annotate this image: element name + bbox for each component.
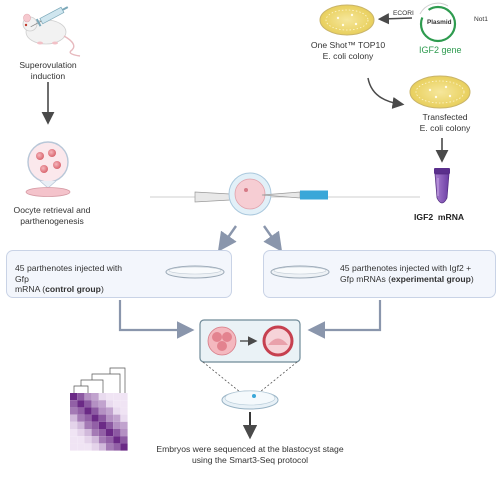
heatmap-cell <box>70 436 78 444</box>
heatmap-cell <box>113 443 121 451</box>
igf2-mrna-label: IGF2 mRNA <box>414 212 465 222</box>
plasmid-label: Plasmid <box>427 19 452 26</box>
arrow-control-to-center <box>118 300 195 339</box>
heatmap-cell <box>77 421 85 429</box>
heatmap-cell <box>106 429 114 437</box>
control-group-text: 45 parthenotes injected with Gfp mRNA (c… <box>15 263 123 294</box>
heatmap-cell <box>98 429 106 437</box>
heatmap-cell <box>98 407 106 415</box>
heatmap-cell <box>91 421 99 429</box>
oocyte-dish-icon <box>25 141 71 197</box>
control-dish-icon <box>165 265 225 279</box>
ecori-label: ECORI <box>393 10 414 17</box>
heatmap-cell <box>77 436 85 444</box>
arrow-to-experimental-box <box>263 225 283 252</box>
heatmap-cell <box>77 407 85 415</box>
heatmap-cell <box>77 400 85 408</box>
dendrogram <box>73 367 126 393</box>
plasmid-icon <box>419 2 457 43</box>
heatmap-cell <box>98 400 106 408</box>
arrow-to-transfected <box>367 77 405 109</box>
igf2-gene-label: IGF2 gene <box>419 45 462 55</box>
heatmap-cell <box>120 407 128 415</box>
heatmap-cell <box>77 393 85 401</box>
heatmap-cell <box>84 421 92 429</box>
heatmap-cell <box>91 414 99 422</box>
heatmap-cell <box>106 436 114 444</box>
heatmap-cell <box>120 400 128 408</box>
heatmap-cell <box>84 429 92 437</box>
heatmap-cell <box>84 414 92 422</box>
heatmap-cell <box>84 443 92 451</box>
sequencing-label: Embryos were sequenced at the blastocyst… <box>156 444 344 465</box>
microinjection-icon <box>150 172 420 216</box>
heatmap-cell <box>98 393 106 401</box>
heatmap-cell <box>106 443 114 451</box>
heatmap-cell <box>70 407 78 415</box>
heatmap-cell <box>98 414 106 422</box>
oocyte-retrieval-label: Oocyte retrieval and parthenogenesis <box>13 205 91 226</box>
heatmap-cell <box>106 407 114 415</box>
heatmap-cell <box>113 393 121 401</box>
heatmap-cell <box>106 393 114 401</box>
heatmap-cell <box>70 429 78 437</box>
ecoli-dish-icon <box>319 4 375 36</box>
mouse-icon <box>22 13 81 57</box>
heatmap-cell <box>84 393 92 401</box>
heatmap-cell <box>120 429 128 437</box>
heatmap-cell <box>113 414 121 422</box>
heatmap-cell <box>91 436 99 444</box>
heatmap-cell <box>70 421 78 429</box>
heatmap-cell <box>120 443 128 451</box>
heatmap-cell <box>113 436 121 444</box>
heatmap-cell <box>120 414 128 422</box>
transfected-label: Transfected E. coli colony <box>419 112 471 133</box>
embryo-dish-icon <box>221 390 279 410</box>
heatmap-cell <box>70 414 78 422</box>
heatmap-cell <box>77 414 85 422</box>
heatmap-cell <box>120 421 128 429</box>
heatmap-cell <box>91 443 99 451</box>
heatmap-cell <box>98 421 106 429</box>
heatmap-cell <box>84 407 92 415</box>
arrow-plasmid-to-dish <box>377 13 413 25</box>
heatmap-cell <box>106 400 114 408</box>
heatmap-cell <box>77 443 85 451</box>
heatmap-icon <box>70 367 128 451</box>
heatmap-cell <box>98 443 106 451</box>
heatmap-cell <box>91 400 99 408</box>
heatmap-cell <box>70 400 78 408</box>
transfected-dish-icon <box>409 75 471 109</box>
heatmap-cell <box>98 436 106 444</box>
embryo-comparison-panel <box>199 319 301 363</box>
syringe-icon <box>30 6 69 28</box>
heatmap-cell <box>106 414 114 422</box>
heatmap-cell <box>113 429 121 437</box>
heatmap-cell <box>120 436 128 444</box>
heatmap-cell <box>70 393 78 401</box>
heatmap-cell <box>70 443 78 451</box>
arrow-to-control-box <box>217 225 237 252</box>
heatmap-cell <box>113 400 121 408</box>
experimental-group-text: 45 parthenotes injected with Igf2 + Gfp … <box>340 263 474 284</box>
one-shot-label: One Shot™ TOP10 E. coli colony <box>310 40 386 61</box>
heatmap-cell <box>106 421 114 429</box>
heatmap-cell <box>77 429 85 437</box>
superovulation-label: Superovulation induction <box>19 60 77 81</box>
experimental-dish-icon <box>270 265 330 279</box>
not1-label: Not1 <box>474 16 488 23</box>
heatmap-cell <box>91 429 99 437</box>
arrow-experimental-to-center <box>307 300 382 339</box>
tube-icon <box>434 168 450 204</box>
heatmap-cell <box>84 436 92 444</box>
heatmap-cell <box>84 400 92 408</box>
experimental-group-box: 45 parthenotes injected with Igf2 + Gfp … <box>263 250 496 298</box>
heatmap-cell <box>91 407 99 415</box>
heatmap-cell <box>120 393 128 401</box>
heatmap-cell <box>113 407 121 415</box>
control-group-box: 45 parthenotes injected with Gfp mRNA (c… <box>6 250 232 298</box>
heatmap-cell <box>91 393 99 401</box>
heatmap-cell <box>113 421 121 429</box>
